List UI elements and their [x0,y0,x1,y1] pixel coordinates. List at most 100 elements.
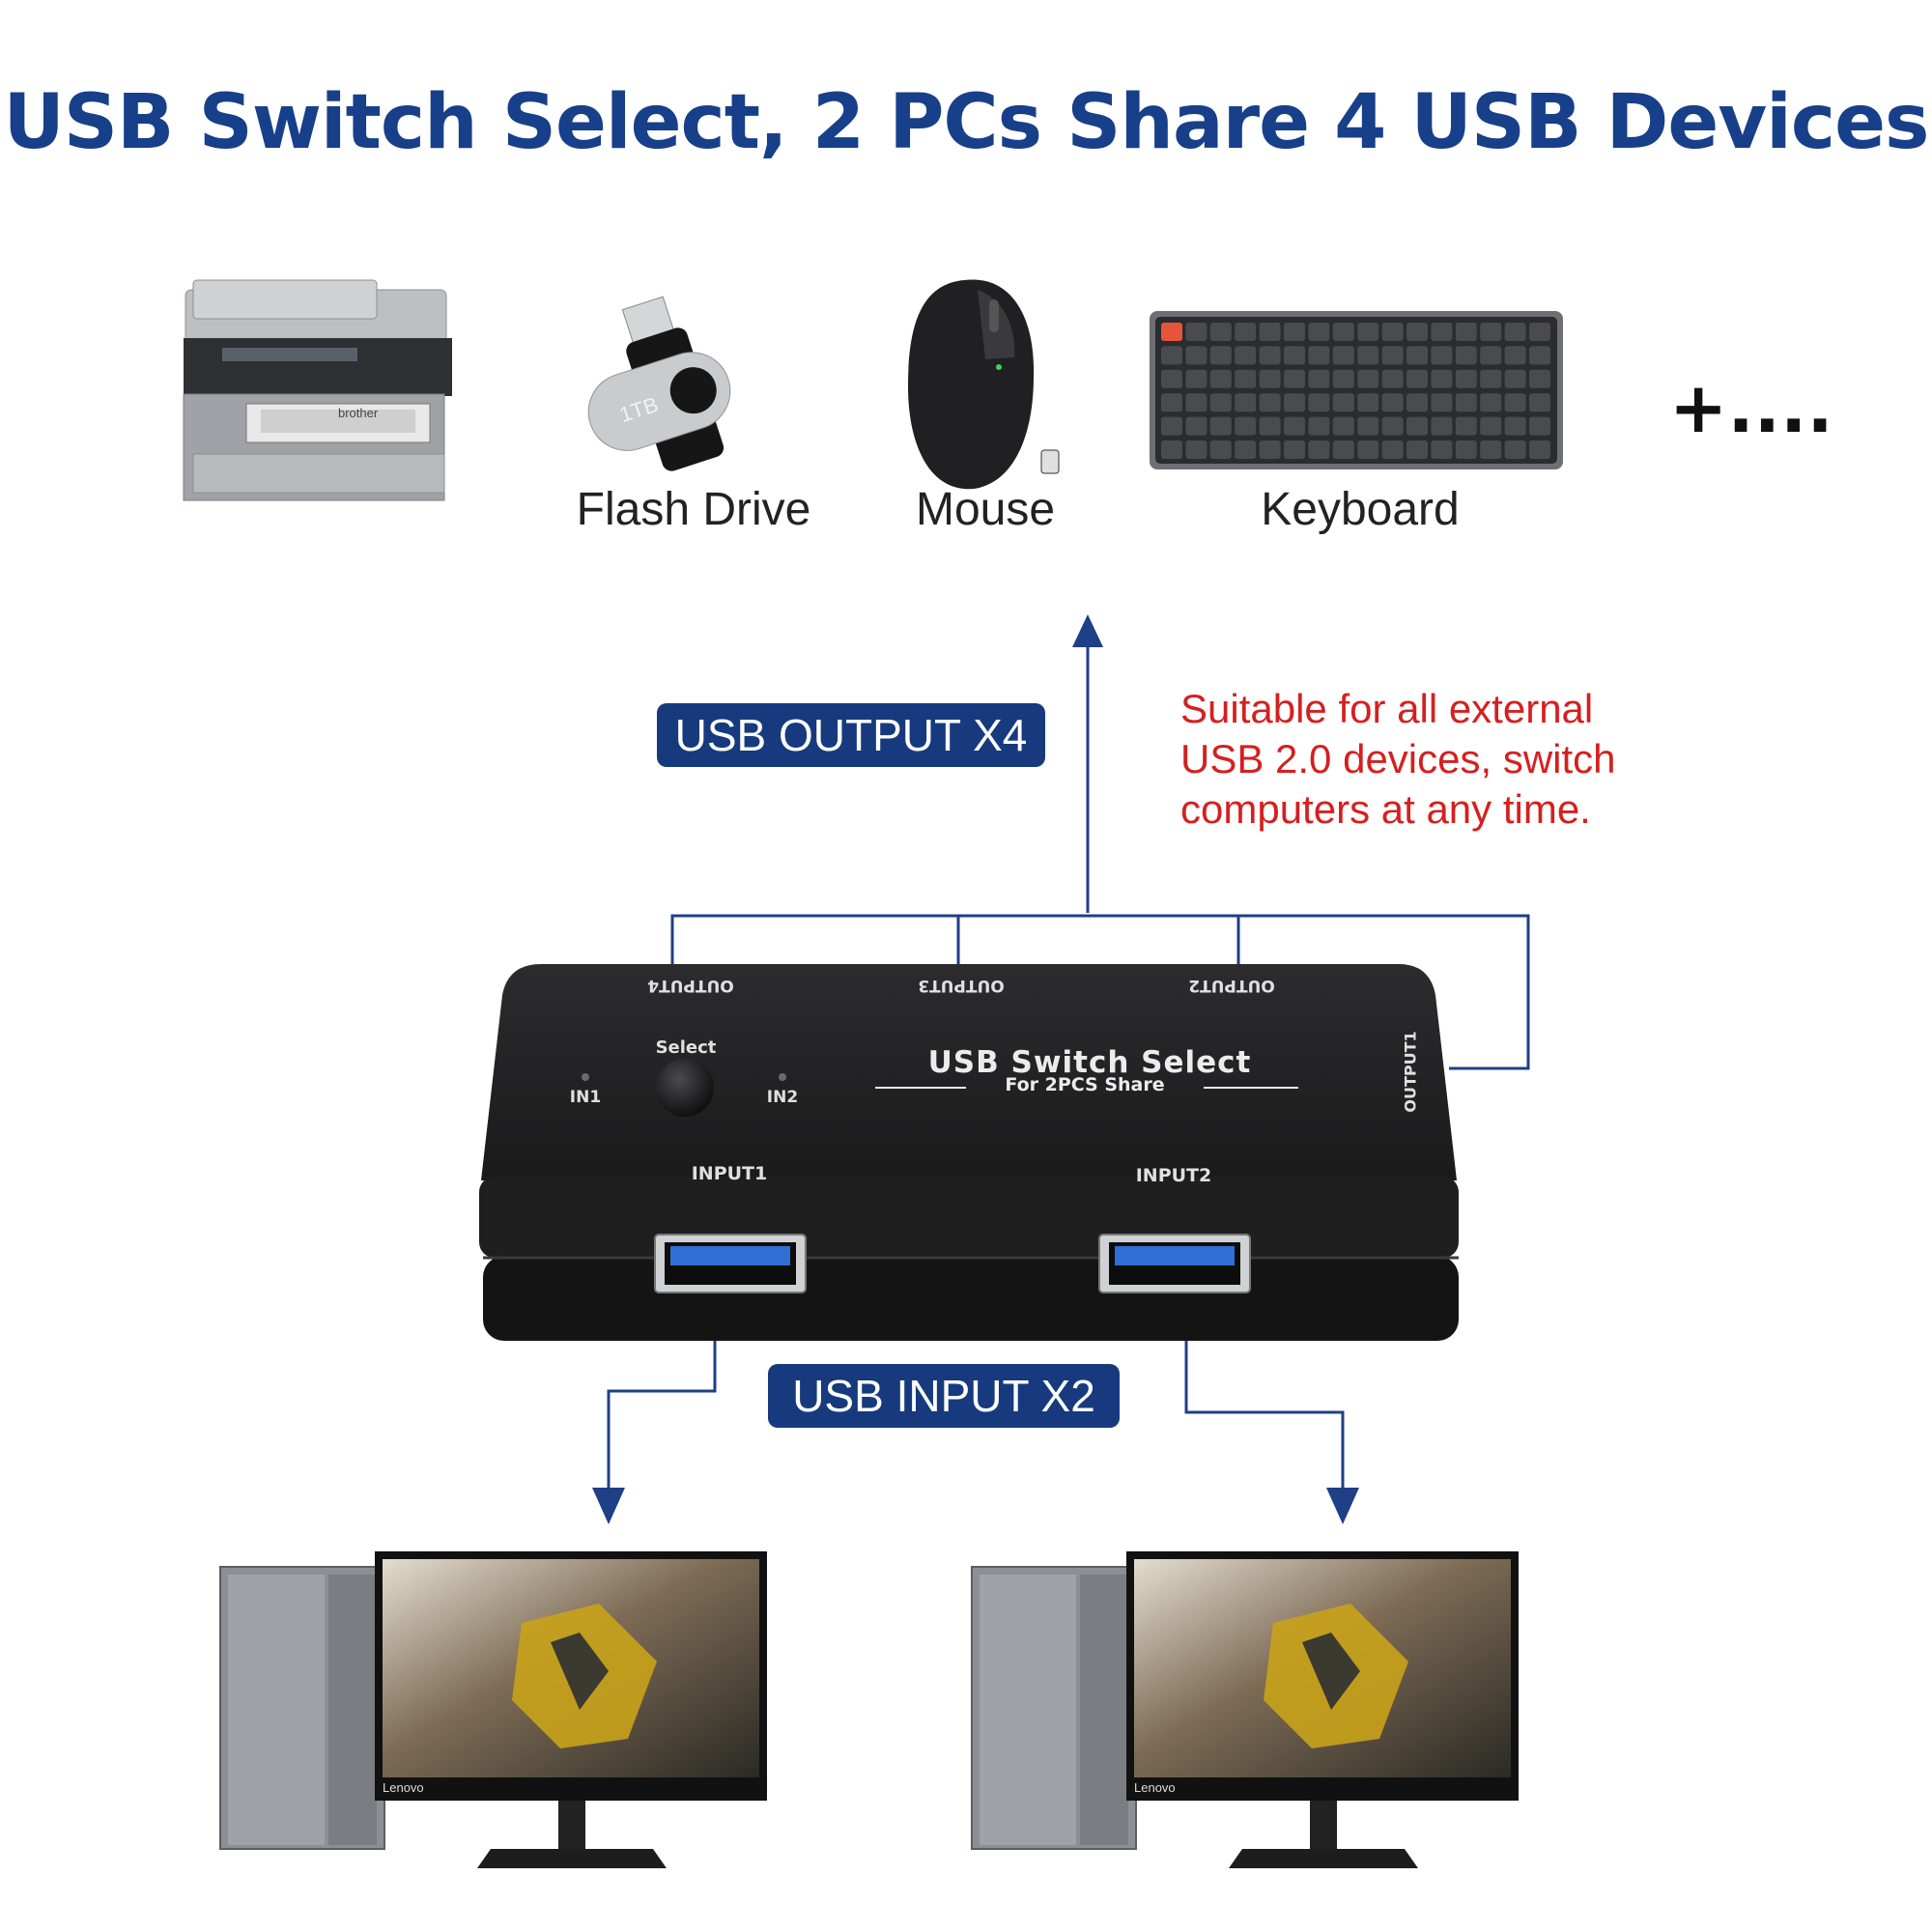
switch-subtitle: For 2PCS Share [1005,1074,1165,1095]
keyboard-key [1308,393,1330,412]
keyboard-key [1308,346,1330,365]
keyboard-key [1504,440,1526,459]
keyboard-key [1455,346,1477,365]
note-line: USB 2.0 devices, switch [1180,736,1616,781]
keyboard-key [1185,440,1208,459]
keyboard-key [1480,346,1502,365]
keyboard-key [1284,440,1305,459]
keyboard-key [1381,369,1404,388]
monitor-1-brand: Lenovo [383,1780,424,1795]
keyboard-key [1529,369,1550,388]
mouse-label: Mouse [915,484,1056,535]
in1-led-icon [582,1073,589,1081]
keyboard-key [1284,369,1305,388]
in1-label: IN1 [569,1088,602,1107]
keyboard-key [1357,416,1379,436]
keyboard-key [1357,323,1379,341]
keyboard-key [1209,416,1232,436]
keyboard-key [1431,440,1453,459]
keyboard-key [1161,323,1182,341]
keyboard-key [1406,346,1428,365]
keyboard-key [1209,369,1232,388]
keyboard-key [1406,369,1428,388]
select-label: Select [655,1037,717,1058]
keyboard-key [1529,393,1550,412]
keyboard-key [1504,323,1526,341]
printer-icon: brother [183,279,452,501]
keyboard-key [1332,416,1354,436]
keyboard-key [1431,369,1453,388]
keyboard-key [1357,393,1379,412]
keyboard-key [1381,416,1404,436]
keyboard-key [1235,416,1257,436]
keyboard-key [1259,416,1281,436]
keyboard-key [1185,346,1208,365]
switch-name: USB Switch Select [927,1045,1252,1080]
keyboard-key [1504,416,1526,436]
keyboard-key [1480,416,1502,436]
input2-arrow-icon [1326,1488,1359,1524]
keyboard-key [1235,393,1257,412]
keyboard-key [1455,393,1477,412]
keyboard-key [1480,323,1502,341]
note-line: computers at any time. [1180,786,1591,832]
keyboard-key [1529,416,1550,436]
keyboard-key [1480,393,1502,412]
keyboard-key [1259,346,1281,365]
keyboard-key [1480,440,1502,459]
keyboard-key [1455,440,1477,459]
keyboard-key [1455,323,1477,341]
keyboard-key [1161,369,1182,388]
keyboard-key [1185,393,1208,412]
keyboard-key [1332,346,1354,365]
in2-label: IN2 [766,1088,799,1107]
keyboard-key [1209,346,1232,365]
keyboard-key [1381,440,1404,459]
printer-brand: brother [338,406,379,420]
computer-1-icon [219,1551,767,1868]
usb-output-badge: USB OUTPUT X4 [657,703,1045,767]
keyboard-key [1357,440,1379,459]
keyboard-key [1209,440,1232,459]
keyboard-key [1308,369,1330,388]
note-line: Suitable for all external [1180,686,1594,731]
input1-arrow-icon [592,1488,625,1524]
output-arrow-icon [1072,614,1103,647]
keyboard-key [1431,346,1453,365]
keyboard-icon [1150,311,1563,469]
computer-2-icon [971,1551,1519,1868]
keyboard-key [1308,416,1330,436]
keyboard-key [1161,416,1182,436]
keyboard-key [1284,416,1305,436]
keyboard-key [1406,393,1428,412]
keyboard-key [1431,323,1453,341]
keyboard-key [1357,346,1379,365]
keyboard-key [1381,323,1404,341]
keyboard-key [1529,440,1550,459]
keyboard-key [1455,369,1477,388]
output3-label: OUTPUT3 [918,976,1005,995]
keyboard-key [1209,323,1232,341]
keyboard-key [1332,440,1354,459]
keyboard-key [1235,323,1257,341]
keyboard-key [1284,346,1305,365]
keyboard-key [1185,323,1208,341]
output1-label: OUTPUT1 [1401,1031,1420,1113]
keyboard-key [1504,393,1526,412]
keyboard-key [1381,393,1404,412]
usb-input-badge: USB INPUT X2 [768,1364,1120,1428]
keyboard-key [1529,346,1550,365]
keyboard-label: Keyboard [1261,484,1460,535]
more-devices-label: +.... [1669,367,1833,448]
flash-drive-icon: 1TB [587,296,731,471]
page-title: USB Switch Select, 2 PCs Share 4 USB Dev… [3,79,1930,166]
input1-usb-port-icon [654,1234,807,1293]
keyboard-key [1357,369,1379,388]
output2-label: OUTPUT2 [1188,976,1275,995]
keyboard-key [1185,416,1208,436]
keyboard-key [1259,323,1281,341]
keyboard-key [1308,323,1330,341]
keyboard-key [1235,369,1257,388]
keyboard-key [1381,346,1404,365]
